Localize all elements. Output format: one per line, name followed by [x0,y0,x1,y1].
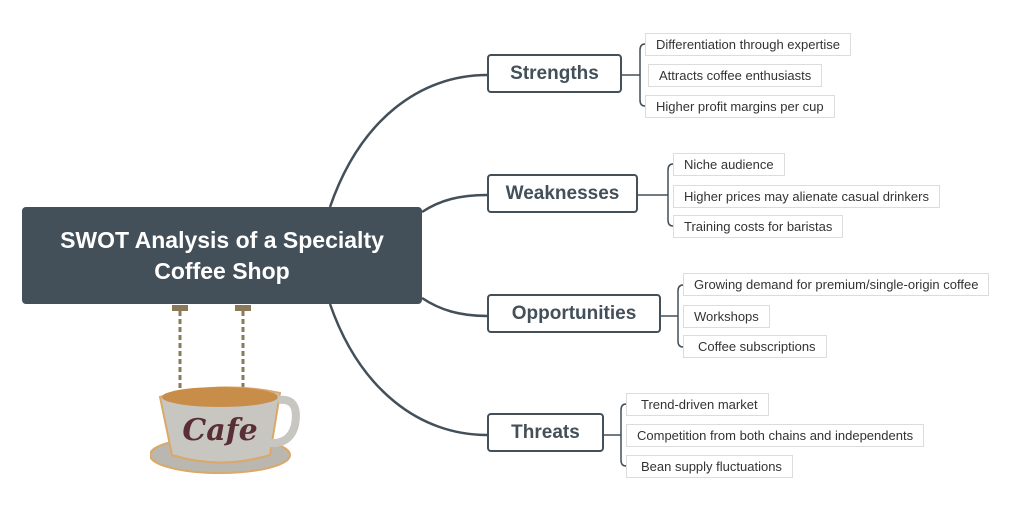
branch-strengths[interactable]: Strengths [487,54,622,93]
leaf-threat-2[interactable]: Competition from both chains and indepen… [626,424,925,447]
leaf-weakness-3[interactable]: Training costs for baristas [673,215,844,238]
central-topic-line-1: SWOT Analysis of a Specialty [60,226,384,253]
branch-weaknesses[interactable]: Weaknesses [487,174,638,213]
cafe-sign-image: Cafe [150,305,300,474]
branch-threats[interactable]: Threats [487,413,604,452]
leaf-strength-2[interactable]: Attracts coffee enthusiasts [648,64,823,87]
leaf-opportunity-2[interactable]: Workshops [683,305,770,328]
leaf-weakness-2[interactable]: Higher prices may alienate casual drinke… [673,185,940,208]
branch-opportunities[interactable]: Opportunities [487,294,661,333]
leaf-weakness-1[interactable]: Niche audience [673,153,785,176]
connector-opportunities [421,296,488,318]
leaf-strength-1[interactable]: Differentiation through expertise [645,33,852,56]
bracket-weaknesses [638,163,674,227]
central-topic-line-2: Coffee Shop [154,257,290,284]
bracket-opportunities [661,284,684,348]
leaf-strength-3[interactable]: Higher profit margins per cup [645,95,835,118]
bracket-strengths [622,43,646,107]
bracket-threats [604,403,627,467]
connector-weaknesses [421,193,488,214]
connector-threats [328,303,488,437]
leaf-threat-1[interactable]: Trend-driven market [626,393,769,416]
leaf-opportunity-3[interactable]: Coffee subscriptions [683,335,827,358]
connector-strengths [328,73,488,208]
leaf-opportunity-1[interactable]: Growing demand for premium/single-origin… [683,273,990,296]
leaf-threat-3[interactable]: Bean supply fluctuations [626,455,793,478]
svg-text:Cafe: Cafe [182,413,257,448]
